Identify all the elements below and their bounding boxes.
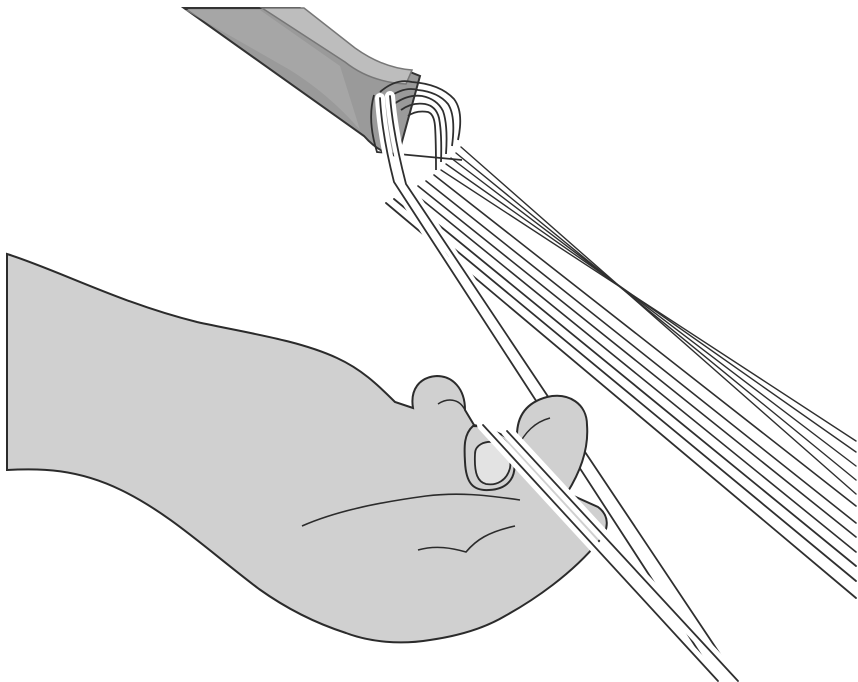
- illustration-canvas: [0, 0, 858, 682]
- hand-wrapping-cord-illustration: [0, 0, 858, 682]
